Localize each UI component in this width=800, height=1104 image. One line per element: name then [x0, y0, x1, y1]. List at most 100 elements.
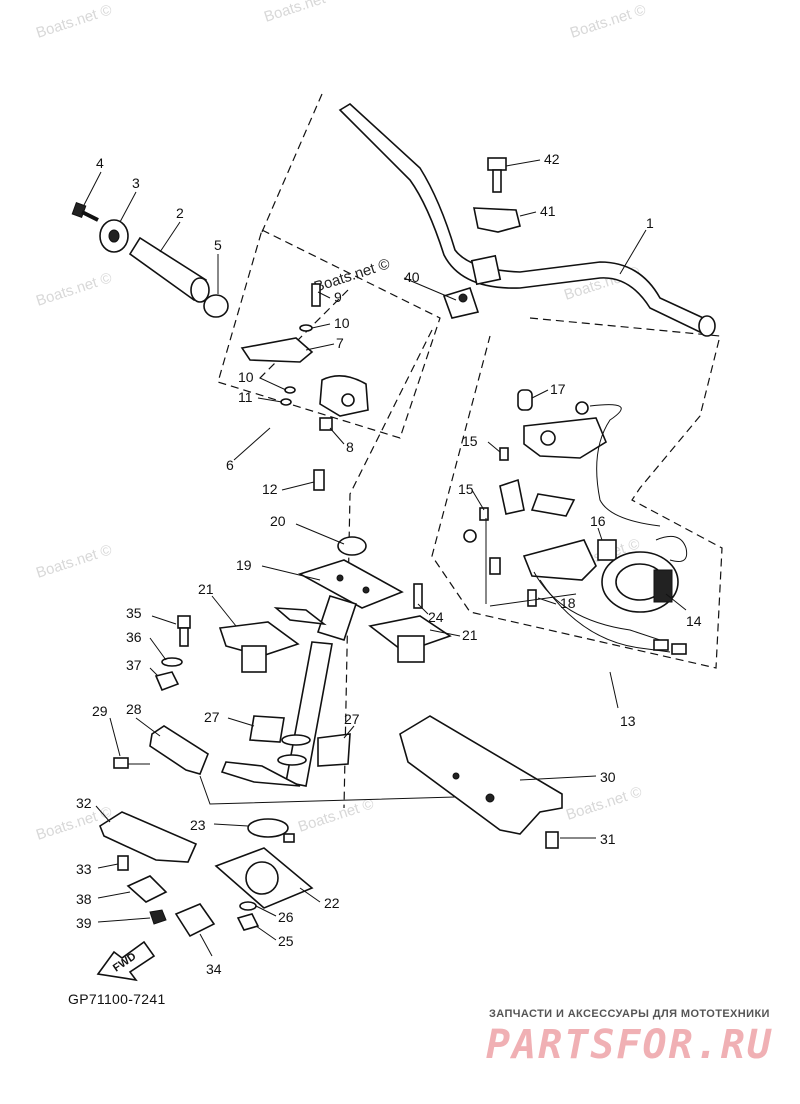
spring — [319, 417, 333, 431]
callout: 14 — [686, 613, 702, 629]
collar — [337, 536, 367, 556]
clamp-bolt — [487, 157, 507, 193]
switch-knob — [540, 430, 556, 446]
bushing — [249, 715, 285, 743]
screw — [313, 469, 325, 491]
callout: 25 — [278, 933, 294, 949]
diagram-code: GP71100-7241 — [68, 991, 166, 1007]
nut — [236, 913, 260, 931]
reference-line — [199, 775, 491, 805]
callout: 31 — [600, 831, 616, 847]
hole — [485, 793, 495, 803]
callout: 40 — [404, 269, 420, 285]
holder-bushing — [241, 645, 267, 673]
callout: 24 — [428, 609, 444, 625]
washer — [299, 324, 313, 332]
callout: 17 — [550, 381, 566, 397]
lanyard-coil — [655, 535, 688, 562]
switch-pin — [575, 401, 589, 415]
wire — [589, 404, 661, 527]
watermark: Boats.net © — [34, 269, 114, 309]
connector — [653, 639, 669, 651]
stop-switch-cap — [517, 389, 533, 411]
callout: 21 — [462, 627, 478, 643]
column-plate — [297, 559, 404, 609]
callout: 2 — [176, 205, 184, 221]
lanyard-clip — [653, 569, 673, 603]
switch-base — [522, 539, 597, 581]
callout: 41 — [540, 203, 556, 219]
callout: 35 — [126, 605, 142, 621]
upper-clamp — [473, 207, 521, 233]
column-holder — [368, 615, 452, 653]
screw — [527, 589, 537, 607]
nut — [154, 671, 180, 692]
wire — [539, 579, 671, 653]
callout: 18 — [560, 595, 576, 611]
lower-clamp — [442, 287, 480, 319]
callout: 20 — [270, 513, 286, 529]
callout: 39 — [76, 915, 92, 931]
gasket-hole — [245, 861, 279, 895]
switch-bracket — [499, 478, 525, 515]
plug — [489, 557, 501, 575]
screw — [499, 447, 509, 461]
hole — [452, 772, 460, 780]
callout: 15 — [462, 433, 478, 449]
watermark: Boats.net © — [34, 541, 114, 581]
bolt-head — [177, 615, 191, 629]
column-outline — [343, 329, 433, 809]
nut — [149, 909, 167, 925]
callout: 33 — [76, 861, 92, 877]
callout: 12 — [262, 481, 278, 497]
grip-group-outline — [217, 229, 441, 439]
callout: 28 — [126, 701, 142, 717]
brand-tagline: ЗАПЧАСТИ И АКСЕССУАРЫ ДЛЯ МОТОТЕХНИКИ — [489, 1008, 770, 1020]
clip-bracket — [126, 875, 168, 903]
callout: 1 — [646, 215, 654, 231]
callout: 4 — [96, 155, 104, 171]
callout: 3 — [132, 175, 140, 191]
collar — [203, 294, 229, 318]
bushing — [317, 733, 351, 767]
bar-end-hole — [108, 229, 120, 243]
grip-end — [190, 277, 210, 303]
bolt — [413, 583, 423, 609]
watermark: Boats.net © — [568, 1, 648, 41]
callout: 30 — [600, 769, 616, 785]
clamp-hole — [458, 293, 468, 303]
callout: 11 — [238, 389, 253, 405]
callout: 32 — [76, 795, 92, 811]
spring — [597, 539, 617, 561]
mount-plate — [99, 811, 198, 863]
brand-logo: PARTSFOR.RU — [486, 1022, 773, 1068]
callout: 19 — [236, 557, 252, 573]
hole — [362, 586, 370, 594]
fwd-arrow: FWD — [96, 940, 156, 982]
callout: 6 — [226, 457, 234, 473]
callout: 37 — [126, 657, 142, 673]
callout: 22 — [324, 895, 340, 911]
callout: 16 — [590, 513, 606, 529]
clip — [174, 903, 216, 938]
clamp-band — [247, 818, 289, 838]
callout: 10 — [334, 315, 350, 331]
bracket — [149, 725, 209, 775]
column-ring — [277, 754, 307, 766]
wire — [533, 571, 661, 641]
callout: 5 — [214, 237, 222, 253]
watermark: Boats.net © — [262, 0, 342, 26]
holder-bushing — [397, 635, 425, 663]
callout: 23 — [190, 817, 206, 833]
bolt-shank — [179, 627, 189, 647]
callout: 26 — [278, 909, 294, 925]
bar-outline — [261, 93, 323, 233]
callout: 8 — [346, 439, 354, 455]
screw — [545, 831, 559, 849]
washer — [161, 657, 183, 667]
callout: 27 — [204, 709, 220, 725]
washer — [239, 901, 257, 911]
circlip — [280, 398, 292, 406]
column-arm — [220, 761, 301, 787]
